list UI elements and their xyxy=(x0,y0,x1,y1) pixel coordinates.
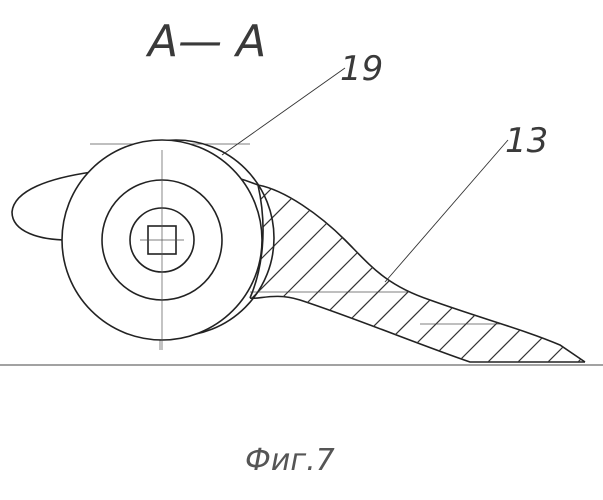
callout-19-leader xyxy=(222,68,345,155)
section-title: A— A xyxy=(145,16,266,67)
figure-caption: Фиг.7 xyxy=(245,443,335,478)
section-hatching xyxy=(230,170,603,405)
callout-13-leader xyxy=(385,140,508,282)
lever-lower-edge xyxy=(250,296,585,362)
callout-19: 19 xyxy=(340,49,383,89)
callout-13: 13 xyxy=(505,121,548,161)
